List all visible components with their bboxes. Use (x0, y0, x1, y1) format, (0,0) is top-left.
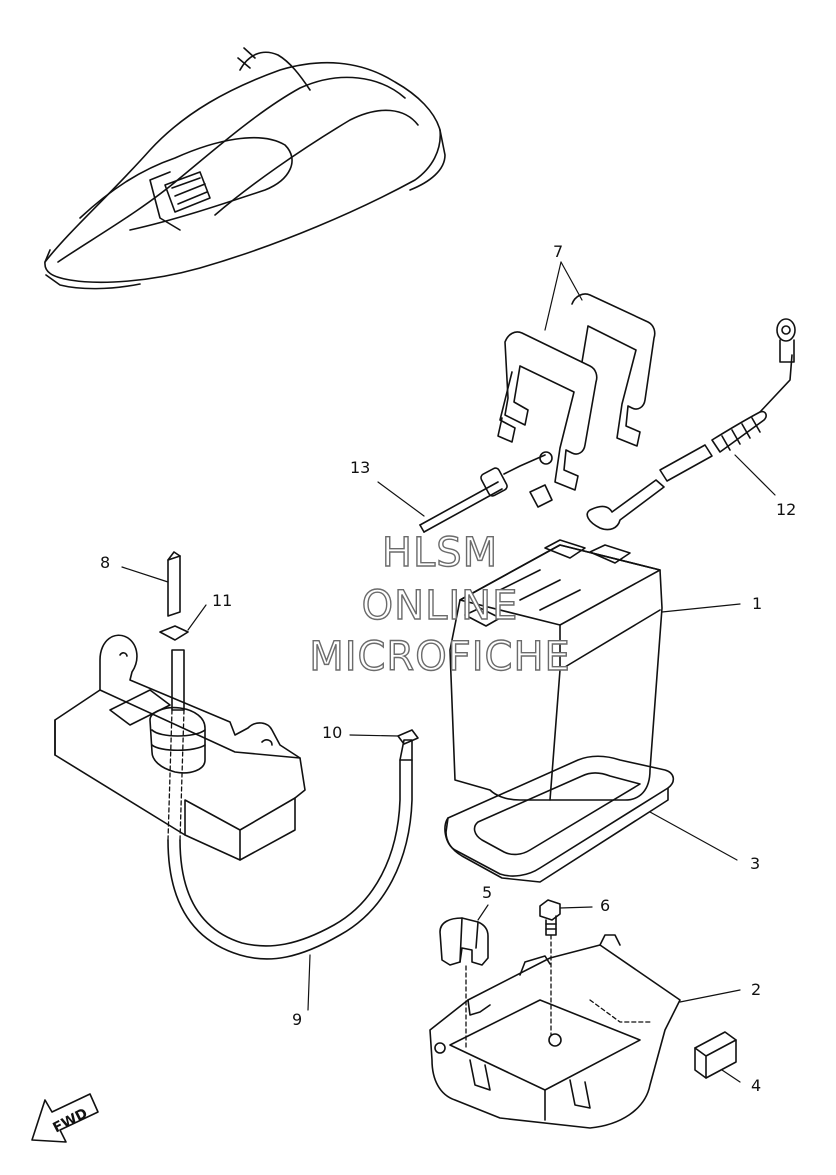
callout-6: 6 (600, 896, 611, 915)
callout-5: 5 (482, 883, 493, 902)
battery-mat (444, 755, 675, 883)
hidden-lines (167, 709, 651, 1049)
leader-lines (121, 261, 776, 1083)
watercraft-illustration (44, 47, 446, 290)
callout-8: 8 (100, 553, 111, 572)
callout-2: 2 (751, 980, 762, 999)
battery-bands (497, 293, 656, 491)
fwd-arrow-icon (31, 1093, 99, 1143)
bolt-part (539, 899, 561, 936)
battery (449, 539, 663, 801)
battery-leads (419, 318, 796, 533)
cap-part (439, 917, 489, 966)
callout-13: 13 (350, 458, 371, 477)
bracket-assembly (54, 634, 306, 861)
breather-hose (167, 729, 419, 960)
callout-9: 9 (292, 1010, 303, 1029)
callout-3: 3 (750, 854, 761, 873)
callout-12: 12 (776, 500, 797, 519)
battery-box (429, 934, 681, 1129)
callout-7: 7 (553, 242, 564, 261)
pad-part (694, 1031, 737, 1079)
watermark-line-1: HLSM (381, 530, 499, 576)
breather-pipe (159, 551, 189, 711)
watermark-line-2: ONLINE (361, 583, 519, 629)
callout-10: 10 (322, 723, 343, 742)
callout-11: 11 (212, 591, 233, 610)
callout-4: 4 (751, 1076, 762, 1095)
watermark-line-3: MICROFICHE (308, 634, 571, 680)
callout-1: 1 (752, 594, 763, 613)
